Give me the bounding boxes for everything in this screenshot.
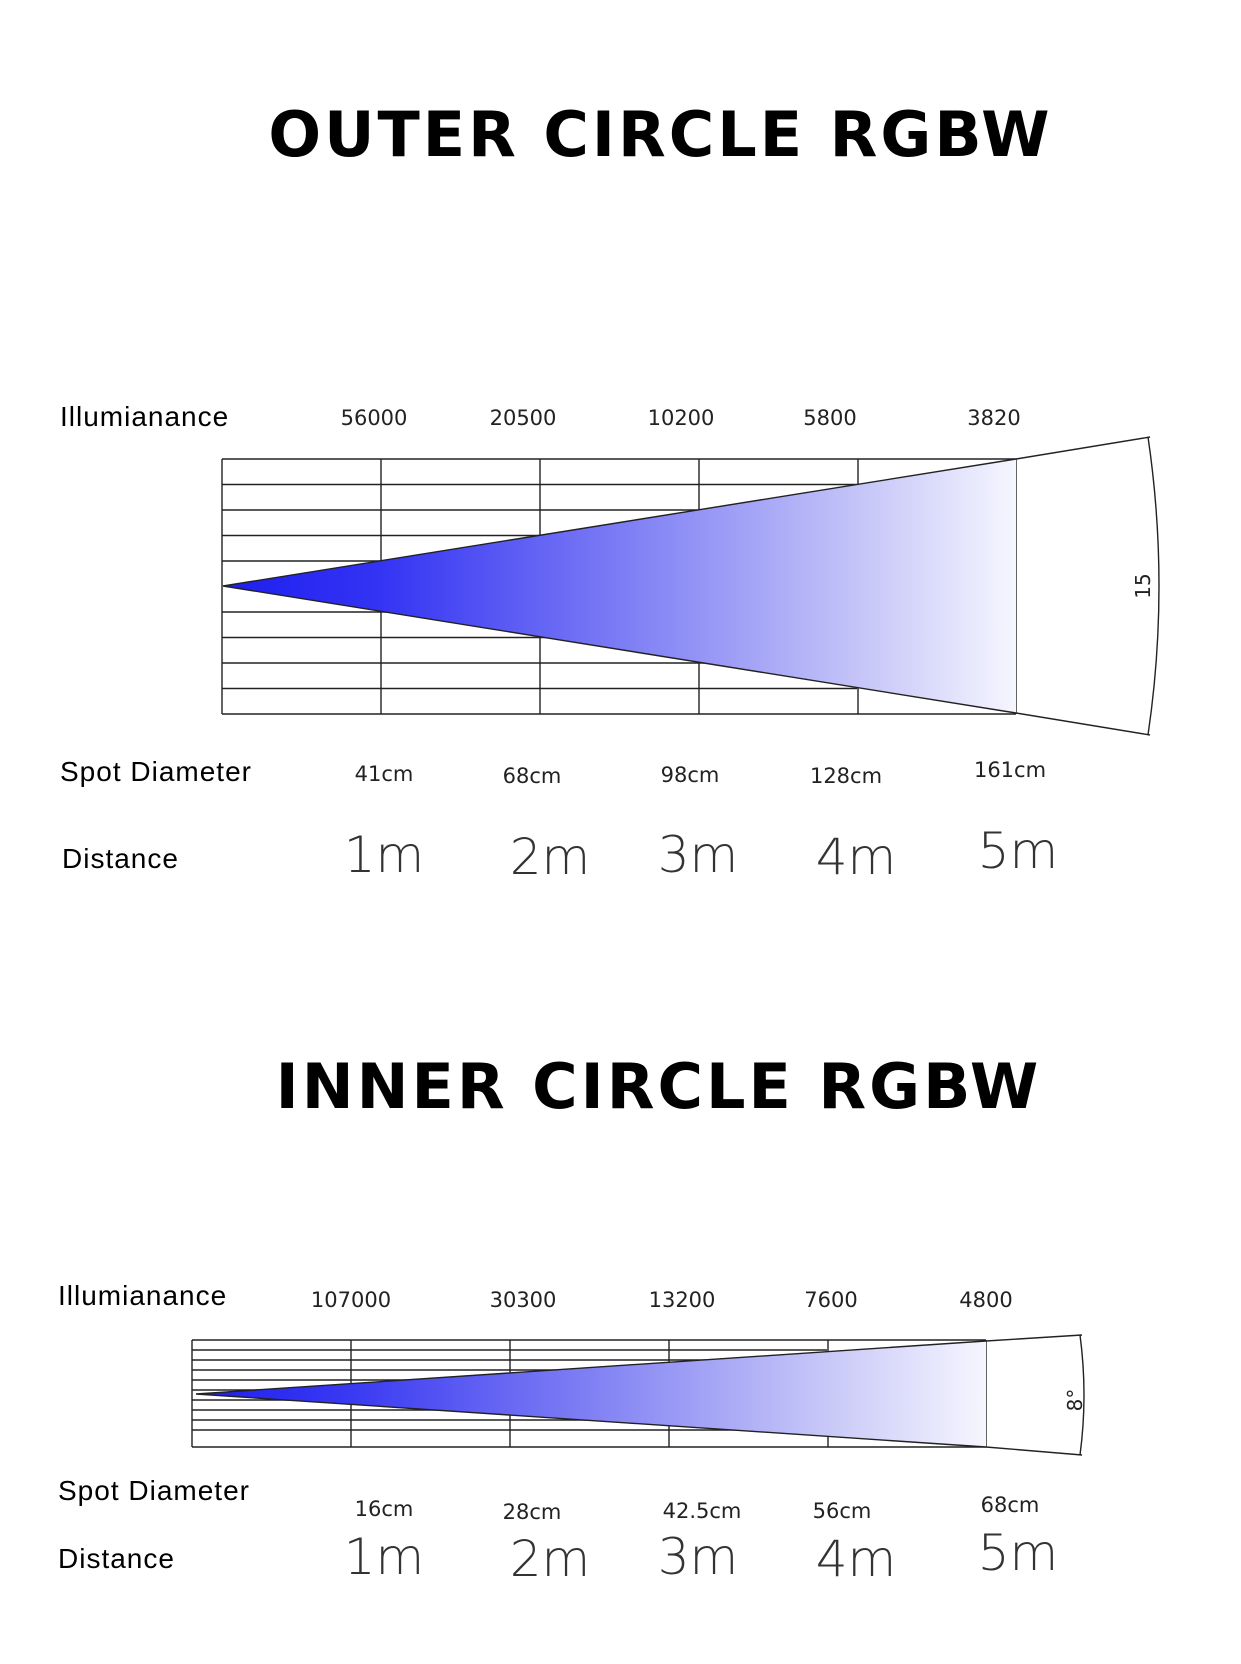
outer-beam-diagram: Illumianance 56000 20500 10200 5800 3820…	[60, 401, 1160, 880]
spot-diameter-label: Spot Diameter	[58, 1475, 250, 1506]
distance-value: 1m	[344, 826, 425, 880]
illuminance-value: 10200	[648, 406, 715, 430]
distance-value: 4m	[816, 1530, 897, 1588]
illuminance-value: 7600	[804, 1288, 857, 1312]
spot-diameter-value: 56cm	[813, 1499, 872, 1523]
light-beam-cone	[196, 1341, 986, 1447]
distance-value: 2m	[510, 1530, 591, 1588]
beam-angle-label: 15	[1131, 573, 1155, 598]
distance-value: 5m	[978, 1524, 1059, 1582]
beam-angle-indicator: 15	[1015, 436, 1160, 736]
illuminance-value: 4800	[959, 1288, 1012, 1312]
beam-angle-indicator: 8°	[985, 1334, 1087, 1456]
spot-diameter-value: 128cm	[810, 764, 882, 788]
illuminance-value: 20500	[490, 406, 557, 430]
distance-value: 4m	[816, 828, 897, 880]
distance-value: 3m	[658, 826, 739, 880]
distance-label: Distance	[58, 1543, 175, 1574]
beam-angle-label: 8°	[1063, 1389, 1087, 1412]
distance-value: 5m	[978, 822, 1059, 880]
spot-diameter-value: 68cm	[503, 764, 562, 788]
distance-value: 2m	[510, 828, 591, 880]
spot-diameter-value: 28cm	[503, 1500, 562, 1524]
illuminance-value: 3820	[967, 406, 1020, 430]
distance-value: 3m	[658, 1528, 739, 1586]
spot-diameter-label: Spot Diameter	[60, 756, 252, 787]
illuminance-value: 107000	[311, 1288, 391, 1312]
inner-section-title: INNER CIRCLE RGBW	[275, 1050, 1042, 1123]
illuminance-label: Illumianance	[58, 1280, 227, 1311]
spot-diameter-value: 98cm	[661, 763, 720, 787]
light-beam-cone	[223, 459, 1016, 713]
illuminance-value: 13200	[649, 1288, 716, 1312]
distance-label: Distance	[62, 843, 179, 874]
spot-diameter-value: 42.5cm	[663, 1499, 742, 1523]
inner-beam-diagram: Illumianance 107000 30300 13200 7600 480…	[58, 1280, 1087, 1588]
illuminance-value: 56000	[341, 406, 408, 430]
illuminance-value: 5800	[803, 406, 856, 430]
distance-value: 1m	[344, 1528, 425, 1586]
spot-diameter-value: 16cm	[355, 1497, 414, 1521]
illuminance-label: Illumianance	[60, 401, 229, 432]
spot-diameter-value: 161cm	[974, 758, 1046, 782]
illuminance-value: 30300	[490, 1288, 557, 1312]
spot-diameter-value: 68cm	[981, 1493, 1040, 1517]
outer-section-title: OUTER CIRCLE RGBW	[268, 98, 1053, 171]
spot-diameter-value: 41cm	[355, 762, 414, 786]
